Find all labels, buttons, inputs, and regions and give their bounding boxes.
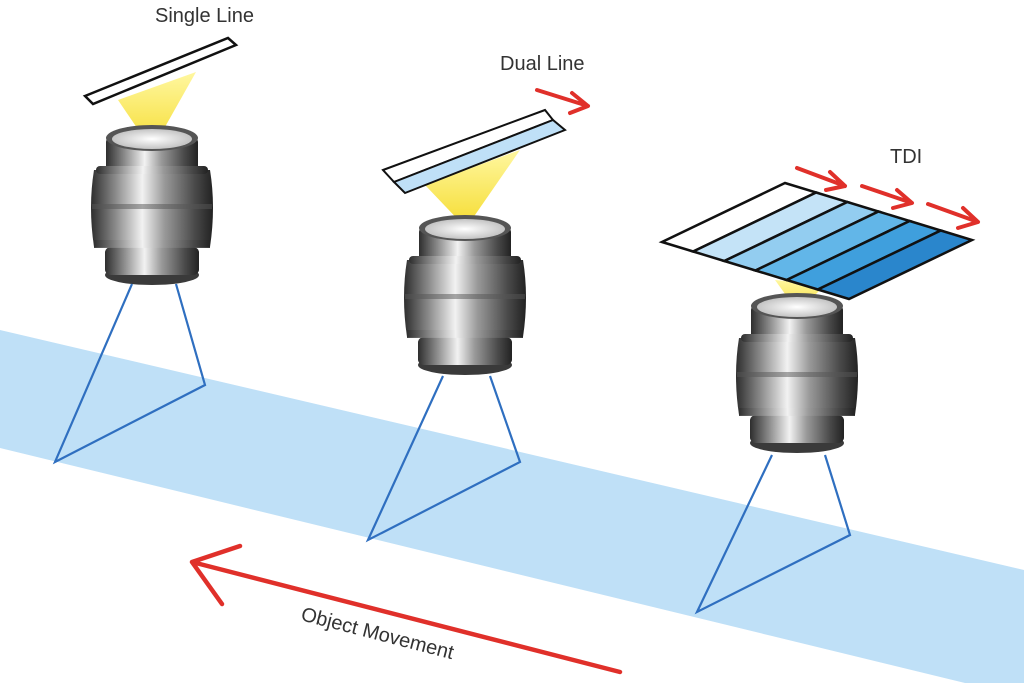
arrow-right-icon	[795, 166, 847, 192]
single-line-label: Single Line	[155, 5, 254, 27]
tdi-stripe	[814, 229, 976, 301]
arrow-right-icon	[860, 184, 914, 210]
dual-line-label: Dual Line	[500, 53, 585, 75]
tdi-camera	[658, 181, 976, 615]
light-cone	[118, 72, 196, 150]
field-of-view	[365, 375, 522, 543]
single-line-camera	[52, 36, 239, 465]
dual-line-sensor-bottom	[392, 118, 567, 195]
dual-line-camera	[365, 108, 567, 543]
tdi-sensor	[658, 181, 976, 301]
field-of-view	[52, 283, 207, 465]
object-movement-arrow-icon	[189, 543, 623, 675]
light-cone	[425, 150, 520, 228]
lens-icon	[404, 215, 526, 375]
single-line-sensor	[82, 36, 239, 106]
arrow-right-icon	[926, 202, 980, 230]
lens-icon	[91, 125, 213, 285]
tdi-label: TDI	[890, 146, 922, 168]
arrow-right-icon	[535, 88, 590, 115]
object-band	[0, 330, 1024, 683]
scan-direction-arrows	[189, 88, 980, 675]
field-of-view	[694, 454, 852, 615]
lens-icon	[736, 293, 858, 453]
object-movement-label: Object Movement	[299, 604, 457, 665]
